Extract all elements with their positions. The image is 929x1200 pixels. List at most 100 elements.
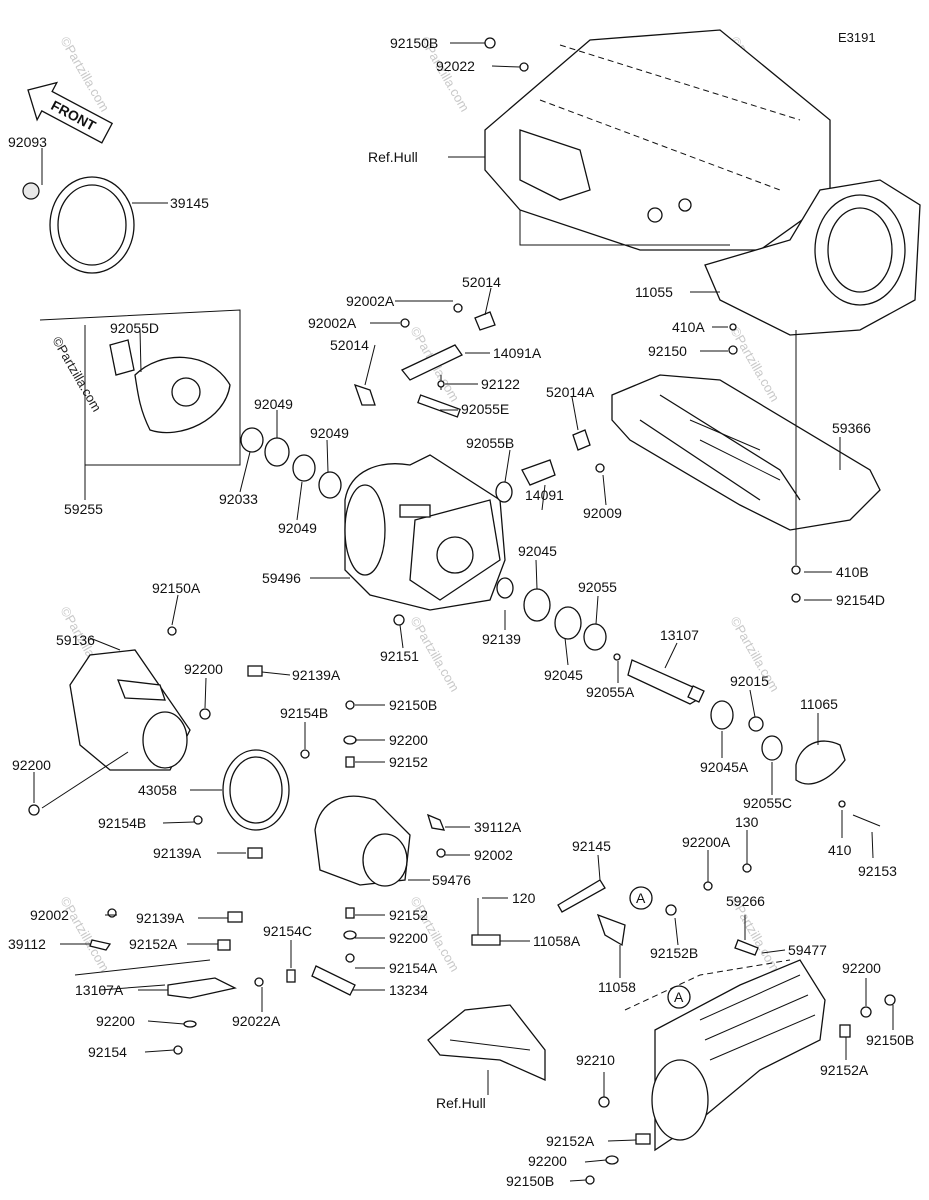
washer-92200 [343,930,357,940]
part-label: 92154C [263,923,312,939]
part-label: 92033 [219,491,258,507]
impeller-group [22,176,241,466]
part-label: 92152B [650,945,698,961]
seal-ring [292,454,316,482]
part-label: 92150B [866,1032,914,1048]
part-label: 92045 [518,543,557,559]
part-label: 92200 [184,661,223,677]
part-label: 92151 [380,648,419,664]
pump-case [344,454,506,611]
intake-housing [704,179,921,336]
diagram-code: E3191 [838,30,876,45]
bolt-92002 [436,848,446,858]
part-label: 92200A [682,834,731,850]
plate-14091 [521,459,556,486]
part-label: 13234 [389,982,428,998]
part-label: 59366 [832,420,871,436]
bolt-92002 [107,908,117,918]
part-label: 92045A [700,759,749,775]
pin-59266 [734,939,759,956]
washer-92200 [28,804,40,816]
washer-410 [838,800,846,808]
washer-92200A [703,881,713,891]
hull-top-ref [484,29,831,251]
collar-92152 [345,756,355,768]
collar-92139A [227,911,243,923]
part-label: 92055E [461,401,509,417]
nozzle-59136 [69,649,191,771]
pin-92122 [437,380,445,388]
part-label: 120 [512,890,536,906]
part-label: 11065 [800,696,838,712]
part-label: 92154A [389,960,438,976]
shaft-13107 [627,659,705,705]
part-label: 92055 [578,579,617,595]
part-label: 39112A [474,819,522,835]
bolt-92154B [193,815,203,825]
part-label: 92002 [474,847,513,863]
part-label: 92055A [586,684,635,700]
part-label: 92150B [506,1173,554,1189]
part-label: 410 [828,842,852,858]
part-label: 92152 [389,907,428,923]
part-label: 92200 [528,1153,567,1169]
part-label: 52014 [462,274,501,290]
part-label: 92152A [546,1133,595,1149]
callout-a-label: A [674,989,684,1005]
part-label: 11058 [598,979,636,995]
part-label: 92150B [389,697,437,713]
fitting-52014A [572,429,591,451]
part-label: 92002A [308,315,357,331]
part-label: 11055 [635,284,673,300]
part-label: 92154 [88,1044,127,1060]
washer-92200 [860,1006,872,1018]
leader-lines [33,42,894,1182]
part-label: 410A [672,319,705,335]
part-label: 92150 [648,343,687,359]
part-label: 59266 [726,893,765,909]
washer-92200 [605,1155,619,1165]
part-label: 92049 [278,520,317,536]
bolt-92150 [728,345,738,355]
bracket-14091A [353,303,496,418]
bolt-92150B [585,1175,595,1185]
washer-92200 [199,708,211,720]
collar-92139A [247,665,263,677]
lever-11058 [596,913,626,947]
part-label: 92200 [96,1013,135,1029]
part-label: 39112 [8,936,46,952]
part-label: 92122 [481,376,520,392]
part-label: 59477 [788,942,827,958]
part-label: Ref.Hull [436,1095,486,1111]
part-label: 92139A [292,667,341,683]
part-label: 92200 [389,930,428,946]
seal-ring [318,471,342,499]
part-label: 92152A [129,936,178,952]
part-label: 92154B [98,815,146,831]
bolt-92150B [484,37,496,49]
part-label: 92150A [152,580,201,596]
bolt-92154A [345,953,355,963]
part-label: 92002 [30,907,69,923]
bolt-92151 [393,614,405,626]
part-label: 52014 [330,337,369,353]
part-label: 92150B [390,35,438,51]
part-label: 92200 [389,732,428,748]
collar-92152 [345,907,355,919]
bolt-130 [742,863,752,873]
part-label: 92049 [254,396,293,412]
part-label: 13107A [75,982,124,998]
oring-92055A [613,653,621,661]
part-label: 92045 [544,667,583,683]
bolt-92154 [173,1045,183,1055]
oring-92055 [583,623,607,651]
seal-ring [264,437,290,467]
callout-a-label: A [636,890,646,906]
link-39112A [426,813,446,831]
cap-11065 [795,740,846,785]
ring-43058 [222,749,290,831]
part-label: 92093 [8,134,47,150]
watermark: ©Partzilla.com [49,334,104,414]
collar-92152B [665,904,677,916]
